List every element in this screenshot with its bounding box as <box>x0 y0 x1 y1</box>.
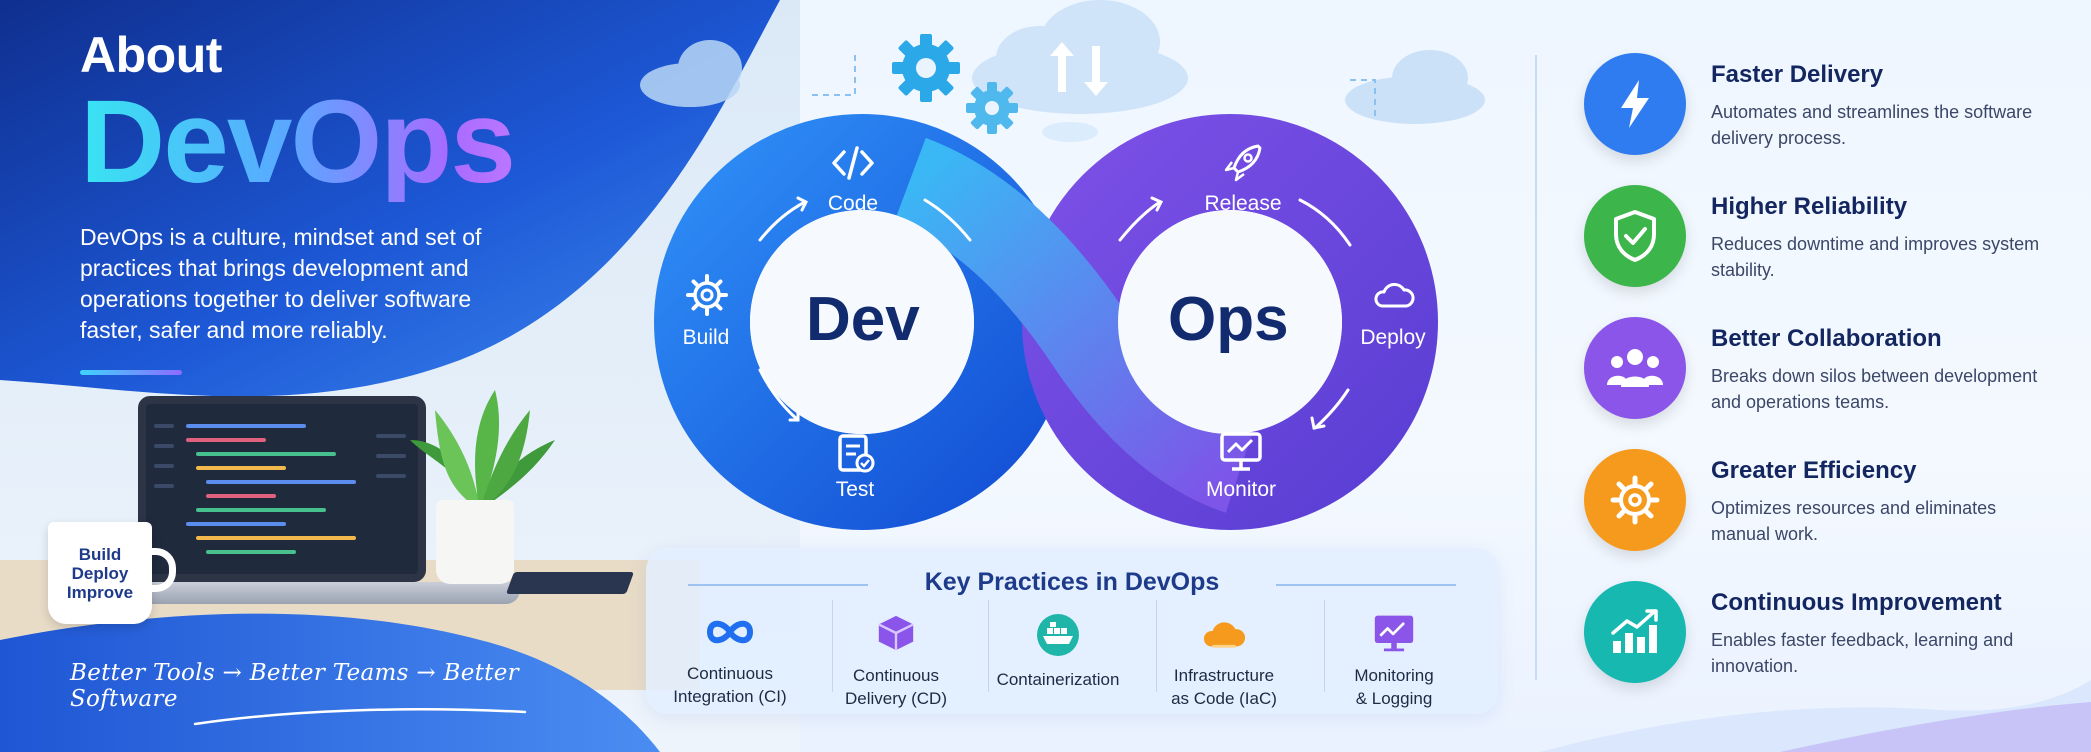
title-divider-right <box>1276 584 1456 586</box>
laptop-screen <box>138 396 426 582</box>
test-clipboard-icon <box>838 434 875 473</box>
practice-divider <box>1156 600 1157 692</box>
lightning-icon <box>1621 80 1649 128</box>
practice-label: Monitoring & Logging <box>1354 666 1434 708</box>
benefit-icon-circle <box>1584 449 1686 551</box>
practice-label: Infrastructure as Code (IaC) <box>1171 666 1277 708</box>
benefit-title: Faster Delivery <box>1711 61 1884 88</box>
rocket-icon <box>1224 144 1262 182</box>
bottom-right-wave <box>1540 680 2091 752</box>
benefit-higher-reliability: Higher Reliability Reduces downtime and … <box>1584 185 2064 295</box>
team-icon <box>1607 349 1663 387</box>
accent-bar <box>80 370 182 376</box>
benefit-icon-circle <box>1584 317 1686 419</box>
monitor-icon <box>1220 432 1262 471</box>
benefit-title: Continuous Improvement <box>1711 589 2002 616</box>
ops-word: Ops <box>1168 285 1289 354</box>
practice-containerization: Containerization <box>974 600 1142 710</box>
practice-label: Continuous Delivery (CD) <box>845 666 947 708</box>
benefit-title: Greater Efficiency <box>1711 457 1917 484</box>
benefit-description: Breaks down silos between development an… <box>1711 366 2038 412</box>
benefits-divider <box>1535 55 1537 680</box>
stage-test-label: Test <box>835 478 875 501</box>
laptop-base <box>100 582 520 604</box>
practice-divider <box>832 600 833 692</box>
stage-release-label: Release <box>1204 192 1282 215</box>
practice-divider <box>1324 600 1325 692</box>
cloud-icon <box>640 40 742 107</box>
stage-build-label: Build <box>682 326 730 349</box>
devops-description: DevOps is a culture, mindset and set of … <box>80 224 482 344</box>
tagline: Better Tools → Better Teams → Better Sof… <box>70 660 519 712</box>
cloud-icon <box>1042 122 1098 142</box>
practice-label: Continuous Integration (CI) <box>673 664 787 706</box>
benefit-description: Enables faster feedback, learning and in… <box>1711 630 2014 676</box>
mug: Build Deploy Improve <box>48 522 152 624</box>
devops-title: DevOps <box>80 82 540 203</box>
key-practices-panel: Key Practices in DevOps Continuous Integ… <box>646 548 1498 714</box>
practice-iac: Infrastructure as Code (IaC) <box>1140 600 1308 710</box>
notebook <box>505 572 635 594</box>
practice-cd: Continuous Delivery (CD) <box>812 600 980 710</box>
benefit-better-collaboration: Better Collaboration Breaks down silos b… <box>1584 317 2064 427</box>
stage-code-label: Code <box>827 192 879 215</box>
package-icon <box>878 615 914 651</box>
mug-handle <box>148 548 176 592</box>
practice-label: Containerization <box>996 670 1120 689</box>
plant-icon <box>410 390 555 510</box>
benefit-title: Higher Reliability <box>1711 193 1908 220</box>
practice-monitoring: Monitoring & Logging <box>1310 600 1478 710</box>
benefit-description: Optimizes resources and eliminates manua… <box>1711 498 1997 544</box>
infinity-loop <box>654 114 1438 530</box>
benefit-icon-circle <box>1584 53 1686 155</box>
intro-section: About DevOps DevOps is a culture, mindse… <box>80 27 540 376</box>
benefit-description: Automates and streamlines the software d… <box>1711 102 2033 148</box>
mug-line-1: Build <box>78 544 122 564</box>
stage-deploy-label: Deploy <box>1360 326 1426 349</box>
container-ship-icon <box>1037 614 1079 656</box>
cloud-icon <box>1345 50 1485 124</box>
benefit-faster-delivery: Faster Delivery Automates and streamline… <box>1584 53 2064 163</box>
benefit-icon-circle <box>1584 581 1686 683</box>
growth-chart-icon <box>1611 609 1658 653</box>
shield-check-icon <box>1614 210 1656 262</box>
benefit-description: Reduces downtime and improves system sta… <box>1711 234 2040 280</box>
practice-divider <box>988 600 989 692</box>
code-icon <box>832 146 874 180</box>
infinity-icon <box>706 620 754 644</box>
mug-line-3: Improve <box>66 582 134 602</box>
gear-icon <box>1610 475 1660 525</box>
tagline-underline <box>193 708 527 726</box>
top-decoration <box>640 0 1485 142</box>
monitor-chart-icon <box>1374 615 1414 652</box>
benefit-icon-circle <box>1584 185 1686 287</box>
benefit-continuous-improvement: Continuous Improvement Enables faster fe… <box>1584 581 2064 691</box>
title-divider-left <box>688 584 868 586</box>
desk-illustration: Build Deploy Improve <box>0 360 660 752</box>
benefit-title: Better Collaboration <box>1711 325 1942 352</box>
plant-pot <box>436 500 514 584</box>
dev-word: Dev <box>806 285 920 354</box>
key-practices-title: Key Practices in DevOps <box>924 568 1220 596</box>
cloud-icon <box>1203 622 1246 648</box>
stage-monitor-label: Monitor <box>1205 478 1277 501</box>
gear-icon <box>892 34 960 102</box>
mug-line-2: Deploy <box>71 563 129 583</box>
practice-ci: Continuous Integration (CI) <box>646 600 814 710</box>
gear-icon <box>686 274 728 316</box>
benefit-greater-efficiency: Greater Efficiency Optimizes resources a… <box>1584 449 2064 559</box>
gear-icon <box>966 82 1018 134</box>
cloud-icon <box>1374 283 1415 308</box>
about-heading: About <box>80 27 222 83</box>
